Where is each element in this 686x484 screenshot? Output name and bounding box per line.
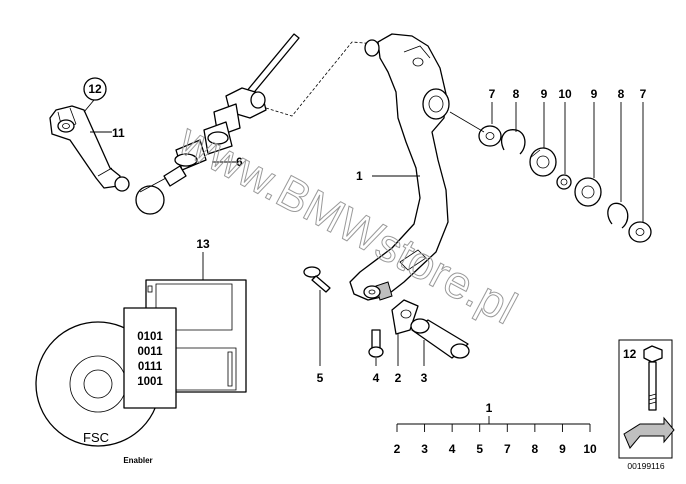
- callout-8-right: 8: [618, 87, 625, 101]
- callout-8-left: 8: [513, 87, 520, 101]
- bolt-inset-label: 12: [623, 347, 637, 361]
- binary-code-4: 1001: [137, 376, 163, 388]
- diagram-id: 00199116: [627, 461, 664, 471]
- assembly-key-parent: 1: [486, 401, 493, 415]
- assembly-key: 1 2 3 4 5 7 8 9 10: [394, 401, 597, 456]
- binary-code-1: 0101: [137, 331, 163, 343]
- assembly-key-child-label: 8: [532, 442, 539, 456]
- part-6-shift-rod: [135, 33, 300, 215]
- callout-7-right: 7: [640, 87, 647, 101]
- callout-2: 2: [395, 371, 402, 385]
- callout-13: 13: [196, 237, 210, 251]
- assembly-key-children: 2 3 4 5 7 8 9 10: [394, 424, 597, 456]
- callout-12-circle: [83, 77, 107, 101]
- callout-1-main: 1: [356, 169, 363, 183]
- callout-10: 10: [558, 87, 572, 101]
- disc-label: FSC: [83, 430, 109, 445]
- inset-arrow-icon: [623, 416, 675, 449]
- callout-9-right: 9: [591, 87, 598, 101]
- part-4-screw: [368, 329, 384, 358]
- assembly-key-child-label: 4: [449, 442, 456, 456]
- binary-code-3: 0111: [138, 361, 163, 373]
- part-5-bolt: [303, 266, 331, 293]
- callout-9-left: 9: [541, 87, 548, 101]
- assembly-key-child-label: 3: [421, 442, 428, 456]
- part-11-clamp-arm: [49, 105, 130, 192]
- assembly-key-child-label: 7: [504, 442, 511, 456]
- callout-3: 3: [421, 371, 428, 385]
- part-3-footpeg: [410, 318, 470, 359]
- assembly-key-child-label: 5: [476, 442, 483, 456]
- callout-7-left: 7: [489, 87, 496, 101]
- assembly-key-child-label: 2: [394, 442, 401, 456]
- callout-11: 11: [112, 126, 125, 140]
- binary-code-2: 0011: [138, 346, 164, 358]
- callout-5: 5: [317, 371, 324, 385]
- part-13-fsc-software: 13 FSC Enabler 0101 0011 0111 1001: [35, 237, 247, 465]
- disc-sublabel: Enabler: [123, 456, 152, 465]
- leader-12: [83, 99, 95, 113]
- assembly-key-child-label: 10: [583, 442, 597, 456]
- callout-6: 6: [236, 155, 243, 169]
- callout-4: 4: [373, 371, 380, 385]
- assembly-key-child-label: 9: [559, 442, 566, 456]
- bearing-stack: [449, 111, 652, 243]
- part-1-shift-lever: [349, 33, 450, 301]
- callout-12-circled: 12: [88, 82, 102, 96]
- bolt-inset-box: 12: [618, 339, 675, 459]
